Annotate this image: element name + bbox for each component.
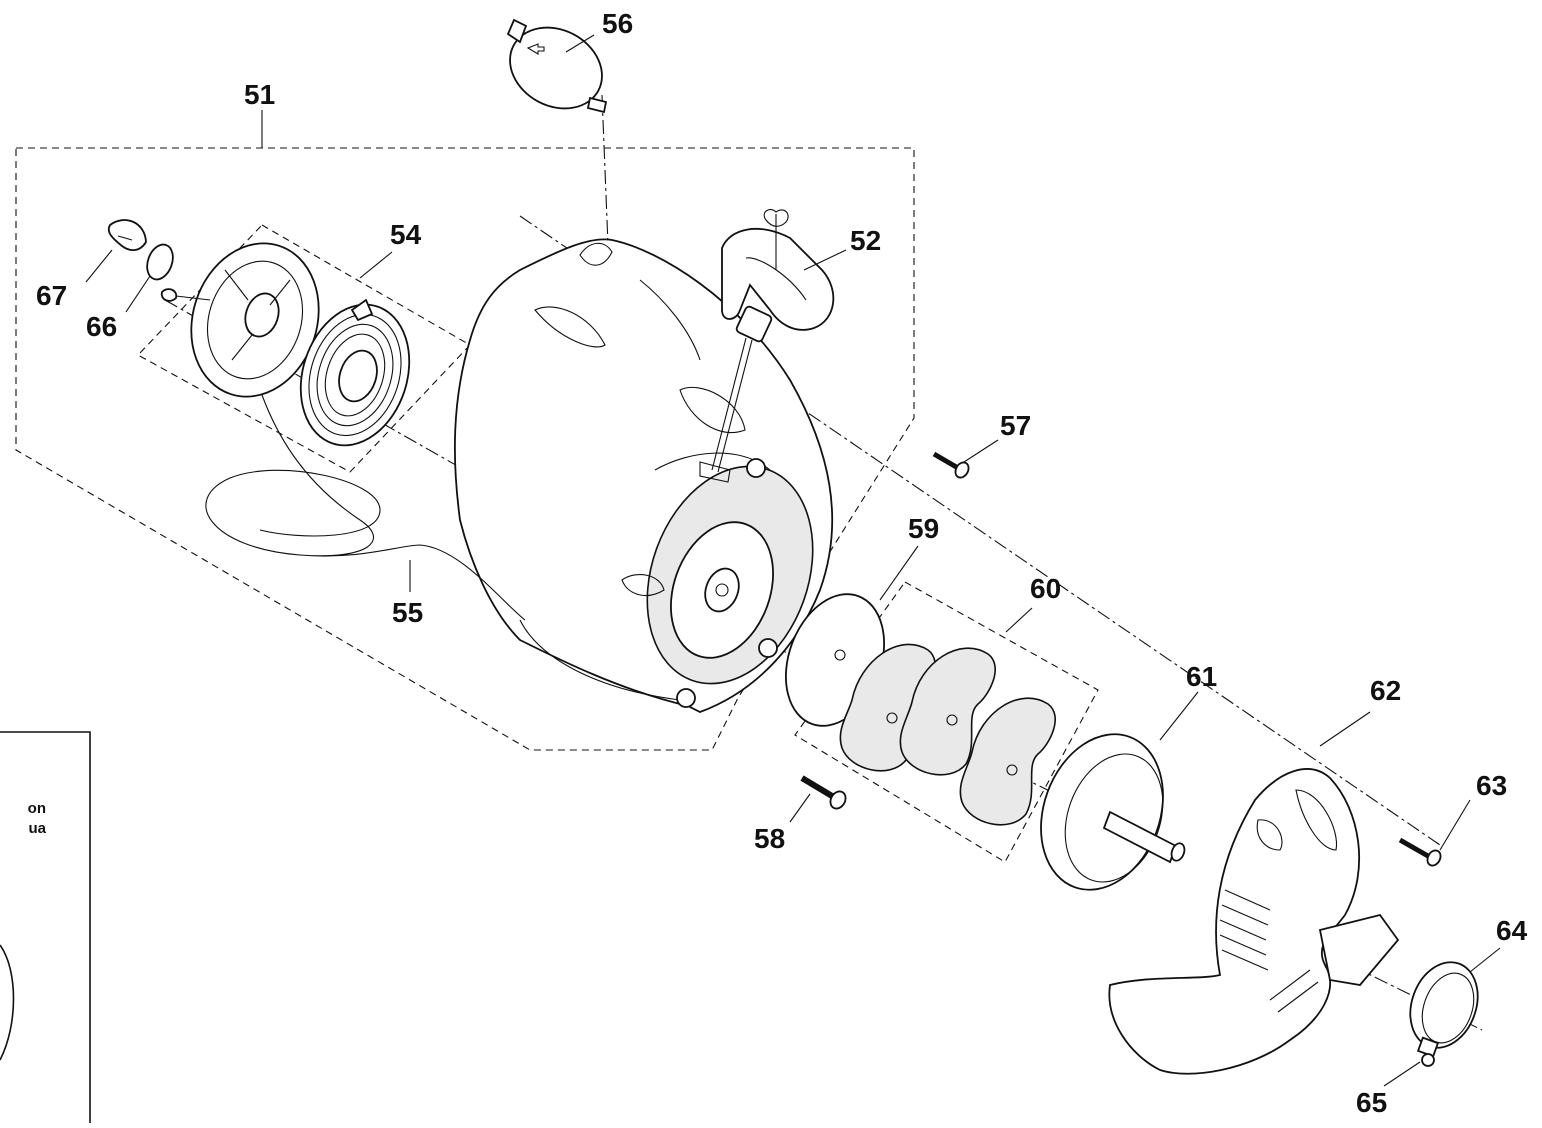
- clutch-pawls-part-60: [839, 643, 1056, 826]
- clutch-cover-part-62: [1108, 768, 1400, 1075]
- side-box-text-2: ua: [28, 820, 46, 837]
- washer-part-66: [146, 243, 211, 302]
- callout-59: 59: [908, 513, 939, 544]
- callout-63: 63: [1476, 770, 1507, 801]
- rewind-spring-part-54: [190, 242, 411, 447]
- starter-handle-part-52: [711, 209, 835, 473]
- screw-part-58: [800, 775, 847, 810]
- callout-57: 57: [1000, 410, 1031, 441]
- starter-housing-part-51: [454, 238, 834, 713]
- callout-55: 55: [392, 597, 423, 628]
- callout-56: 56: [602, 8, 633, 39]
- callout-58: 58: [754, 823, 785, 854]
- callout-67: 67: [36, 280, 67, 311]
- callout-61: 61: [1186, 661, 1217, 692]
- callout-51: 51: [244, 79, 275, 110]
- screw-part-57: [932, 451, 970, 479]
- group-outline-54: [137, 224, 471, 473]
- callout-52: 52: [850, 225, 881, 256]
- clutch-drum-part-61: [1040, 733, 1186, 891]
- circlip-part-67: [107, 219, 147, 251]
- callout-64: 64: [1496, 915, 1528, 946]
- cap-part-56: [506, 18, 608, 114]
- callout-66: 66: [86, 311, 117, 342]
- screw-part-63: [1398, 837, 1442, 867]
- leader-lines: [85, 34, 1501, 1087]
- callout-54: 54: [390, 219, 422, 250]
- callout-65: 65: [1356, 1087, 1387, 1118]
- group-outline-51: [15, 147, 915, 751]
- center-axis-cap: [601, 94, 609, 246]
- starter-rope-part-55: [205, 394, 526, 621]
- clamp-part-64: [1409, 961, 1479, 1049]
- side-info-box: on ua: [0, 731, 91, 1123]
- callout-62: 62: [1370, 675, 1401, 706]
- callout-60: 60: [1030, 573, 1061, 604]
- side-box-text-1: on: [28, 800, 46, 817]
- clamp-screw-part-65: [1416, 1036, 1440, 1067]
